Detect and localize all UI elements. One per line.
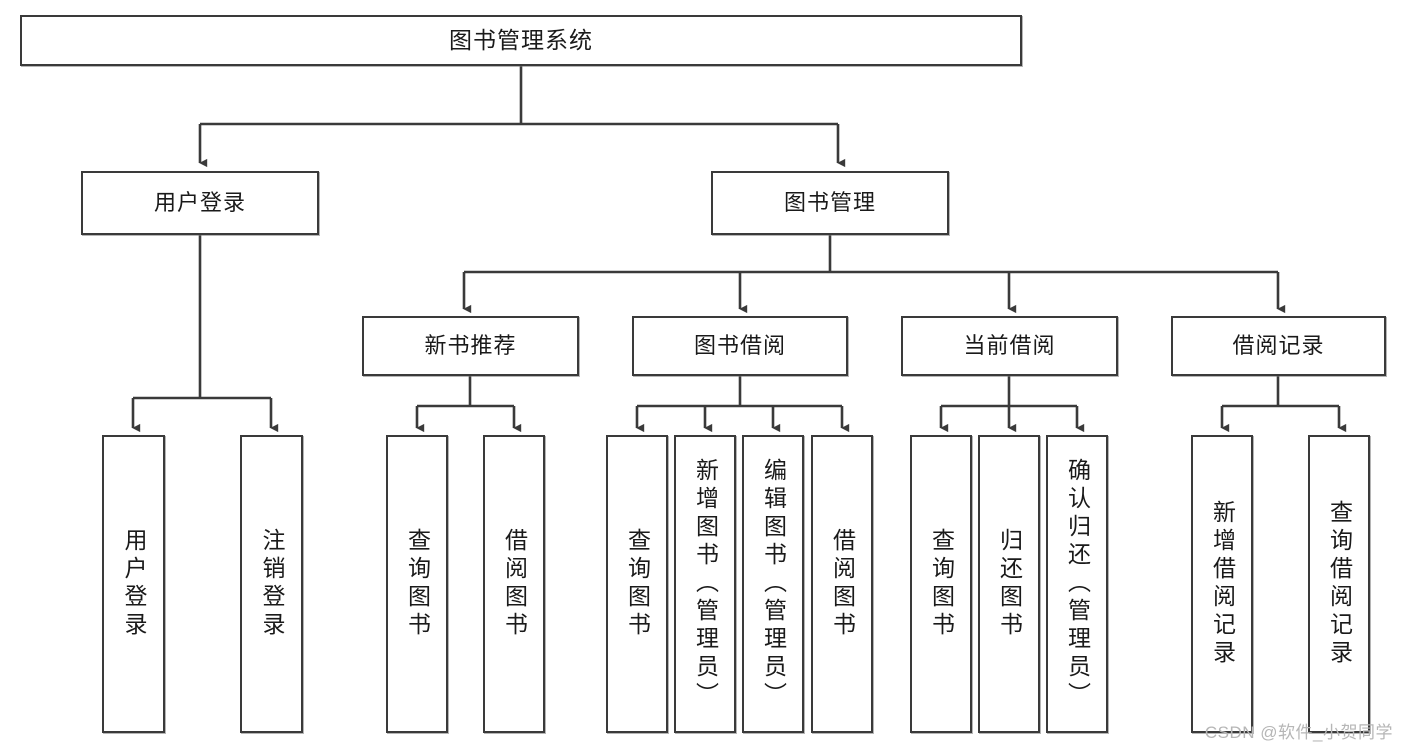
leaf-book-borrow-borrow-book[interactable]: 借阅图书 [811,435,873,733]
node-label: 新书推荐 [424,333,517,359]
node-book-management-system[interactable]: 图书管理系统 [20,15,1022,66]
node-new-book-recommend[interactable]: 新书推荐 [362,316,579,376]
leaf-user-login-logout[interactable]: 注销登录 [240,435,303,733]
leaf-current-borrow-query-book[interactable]: 查询图书 [910,435,972,733]
node-borrow-record[interactable]: 借阅记录 [1171,316,1386,376]
node-label: 借阅记录 [1232,333,1325,359]
leaf-book-borrow-query-book[interactable]: 查询图书 [606,435,668,733]
leaf-current-borrow-confirm-return-admin[interactable]: 确认归还（管理员） [1046,435,1108,733]
leaf-user-login-login[interactable]: 用户登录 [102,435,165,733]
node-label: 当前借阅 [963,333,1056,359]
node-label: 图书管理 [783,190,876,216]
node-label: 注销登录 [259,528,285,640]
node-label: 用户登录 [121,528,147,640]
node-label: 编辑图书（管理员） [760,458,787,710]
node-book-management[interactable]: 图书管理 [711,171,949,235]
node-user-login[interactable]: 用户登录 [81,171,319,235]
node-label: 查询借阅记录 [1326,500,1353,668]
leaf-book-borrow-add-book-admin[interactable]: 新增图书（管理员） [674,435,736,733]
leaf-borrow-record-add-record[interactable]: 新增借阅记录 [1191,435,1253,733]
node-label: 图书借阅 [693,333,786,359]
node-label: 归还图书 [996,528,1023,640]
leaf-book-borrow-edit-book-admin[interactable]: 编辑图书（管理员） [742,435,804,733]
csdn-watermark: CSDN @软件_小贺同学 [1204,723,1393,742]
node-label: 借阅图书 [829,528,856,640]
node-current-borrow[interactable]: 当前借阅 [901,316,1118,376]
leaf-current-borrow-return-book[interactable]: 归还图书 [978,435,1040,733]
node-label: 用户登录 [153,190,246,216]
leaf-borrow-record-query-record[interactable]: 查询借阅记录 [1308,435,1370,733]
node-label: 新增借阅记录 [1209,500,1236,668]
leaf-new-book-query-book[interactable]: 查询图书 [386,435,448,733]
node-book-borrow[interactable]: 图书借阅 [632,316,848,376]
node-label: 查询图书 [928,528,955,640]
node-label: 图书管理系统 [449,27,593,54]
node-label: 借阅图书 [501,528,528,640]
node-label: 新增图书（管理员） [692,458,719,710]
leaf-new-book-borrow-book[interactable]: 借阅图书 [483,435,545,733]
node-label: 查询图书 [624,528,651,640]
node-label: 查询图书 [404,528,431,640]
node-label: 确认归还（管理员） [1064,458,1091,710]
